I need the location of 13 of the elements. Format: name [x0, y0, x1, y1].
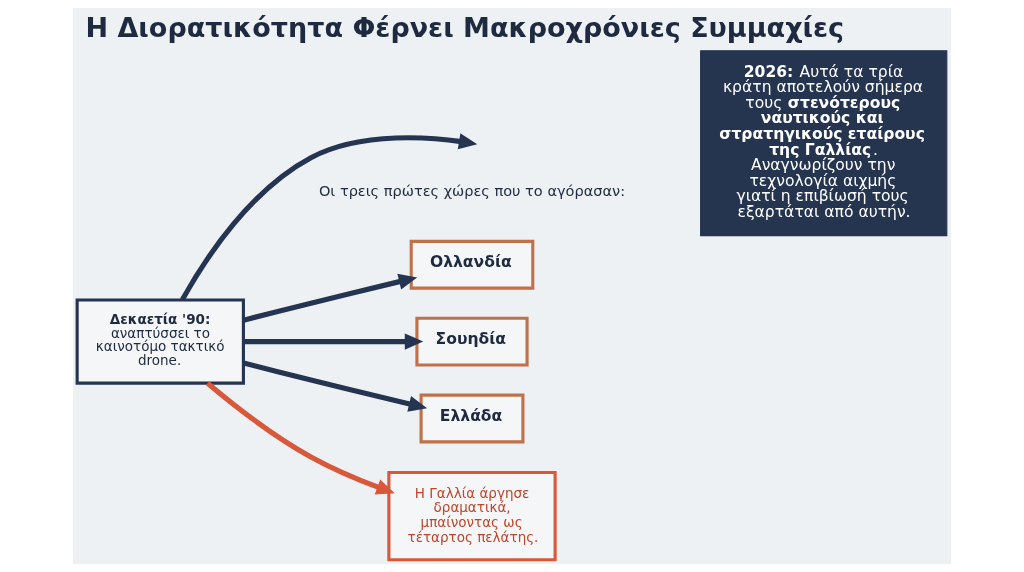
arrow: [205, 381, 395, 495]
arrow: [180, 133, 478, 301]
node-box: Δεκαετία '90: αναπτύσσει το καινοτόμο τακτικό drone.: [75, 298, 245, 385]
arrow: [242, 360, 428, 412]
node-box: Σουηδία: [415, 316, 529, 367]
arrow: [243, 333, 424, 350]
node-box: Η Γαλλία άργησε δραματικά, μπαίνοντας ως τέταρτος πελάτης.: [387, 470, 557, 562]
arrow: [242, 273, 418, 323]
node-box: 2026: Αυτά τα τρία κράτη αποτελούν σήμερα τους στενότερους ναυτικούς και στρατηγικούς εταίρους της Γαλλίας. Αναγνωρίζουν την τεχνολογία αιχμής γιατί η επιβίωσή τους εξαρτάται από αυτήν.: [700, 50, 948, 237]
label: Οι τρεις πρώτες χώρες που το αγόρασαν:: [318, 182, 626, 199]
node-box: Ολλανδία: [409, 239, 535, 290]
diagram-title: Η Διορατικότητα Φέρνει Μακροχρόνιες Συμμαχίες: [85, 11, 845, 43]
node-box: Ελλάδα: [419, 393, 525, 444]
